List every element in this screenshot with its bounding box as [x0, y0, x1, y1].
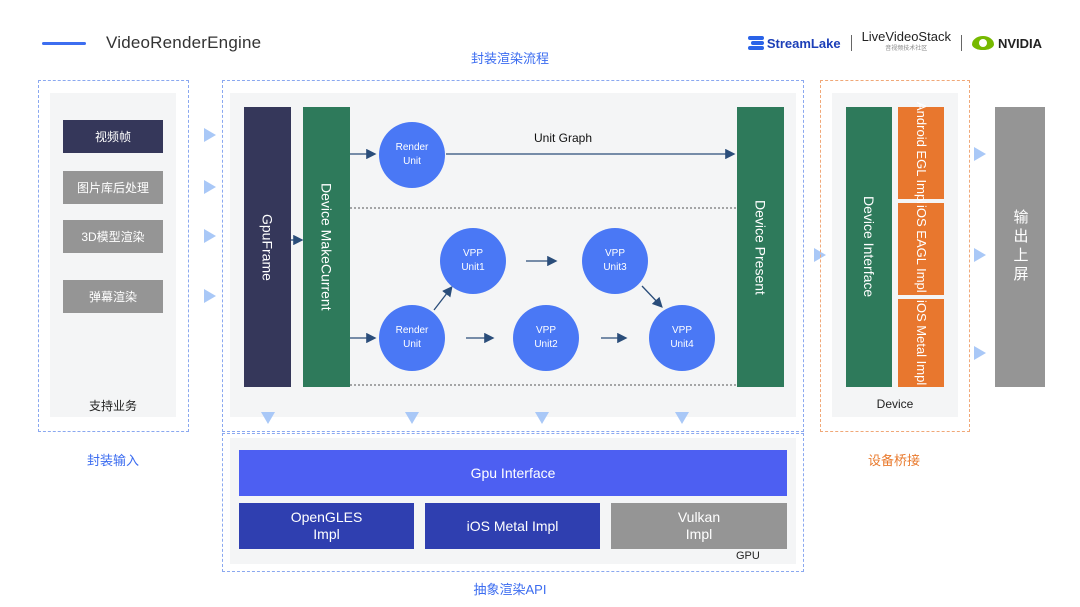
livevideostack-logo: LiveVideoStack 音视频技术社区 [861, 29, 951, 52]
device-footer: Device [876, 397, 914, 411]
nvidia-eye-icon [971, 36, 994, 50]
gpu-frame-bar: GpuFrame [244, 107, 291, 387]
arrow-down-icon [405, 412, 419, 424]
logo-divider [850, 35, 852, 51]
device-makecurrent-bar: Device MakeCurrent [303, 107, 350, 387]
gpu-interface-bar: Gpu Interface [239, 450, 787, 496]
streamlake-text: StreamLake [766, 35, 841, 51]
input-image-postprocess: 图片库后处理 [63, 171, 163, 204]
logo-divider [960, 35, 962, 51]
arrow-right-icon [204, 180, 216, 194]
input-frame [38, 80, 189, 432]
pipeline-section-title: 封装渲染流程 [470, 51, 549, 66]
streamlake-icon [747, 36, 764, 50]
impl-ios-metal: iOS Metal Impl [898, 299, 944, 387]
input-danmaku-render: 弹幕渲染 [63, 280, 163, 313]
arrow-right-icon [974, 147, 986, 161]
input-video-frame: 视频帧 [63, 120, 163, 153]
arrow-right-icon [974, 346, 986, 360]
arrow-down-icon [261, 412, 275, 424]
nvidia-logo: NVIDIA [971, 36, 1042, 51]
arrow-down-icon [535, 412, 549, 424]
device-frame [820, 80, 970, 432]
api-section-label: 抽象渲染API [473, 582, 547, 597]
arrow-right-icon [204, 229, 216, 243]
logo-strip: StreamLake LiveVideoStack 音视频技术社区 NVIDIA [747, 29, 1042, 53]
pipeline-frame [222, 80, 804, 432]
arrow-right-icon [204, 289, 216, 303]
arrow-right-icon [204, 128, 216, 142]
gpu-footer: GPU [736, 550, 760, 562]
arrow-down-icon [675, 412, 689, 424]
device-section-label: 设备桥接 [867, 453, 920, 468]
input-section-label: 封装输入 [86, 453, 139, 468]
device-interface-bar: Device Interface [846, 107, 892, 387]
input-3d-render: 3D模型渲染 [63, 220, 163, 253]
output-screen-bar: 输出上屏 [995, 107, 1045, 387]
impl-ios-eagl: iOS EAGL Impl [898, 203, 944, 295]
device-present-bar: Device Present [737, 107, 784, 387]
arrow-right-icon [974, 248, 986, 262]
title-accent-bar [42, 42, 86, 45]
impl-android-egl: Android EGL Impl [898, 102, 944, 204]
gpu-frame [222, 433, 804, 572]
unit-graph-label: Unit Graph [533, 131, 593, 145]
ios-metal-impl: iOS Metal Impl [425, 503, 600, 549]
page-title: VideoRenderEngine [106, 33, 262, 52]
input-footer: 支持业务 [88, 399, 137, 413]
streamlake-logo: StreamLake [747, 35, 841, 51]
